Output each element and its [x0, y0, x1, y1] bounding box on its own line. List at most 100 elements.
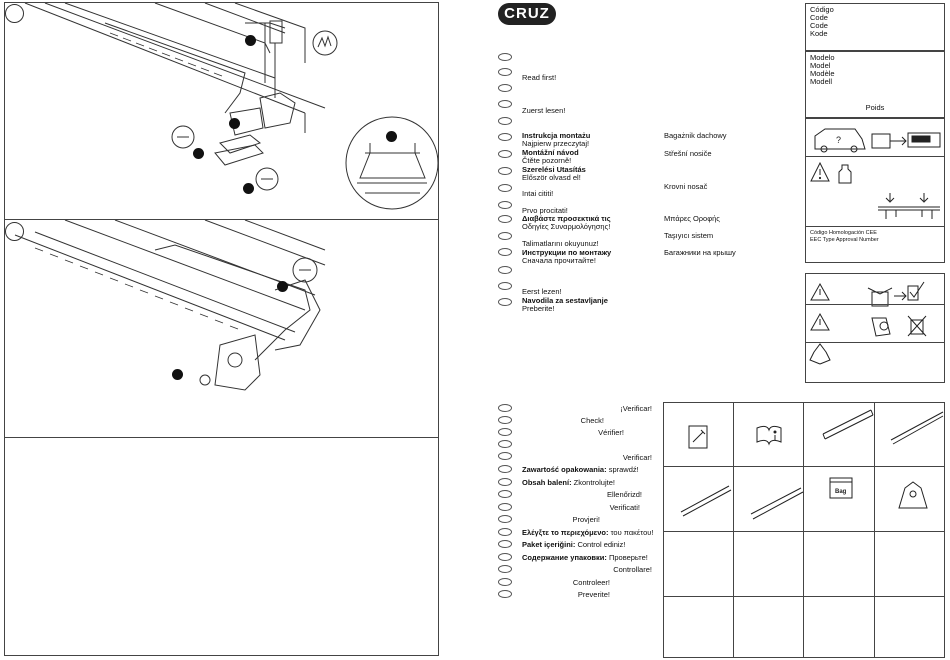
check-list: ¡Verificar! Check! Vérifier! Verificar! … — [498, 403, 658, 603]
bag-label: Bag — [835, 489, 847, 495]
check-text: Verificar! — [622, 453, 652, 462]
check-text: Verificati! — [609, 503, 640, 512]
language-flag — [498, 68, 512, 76]
language-flag — [498, 201, 512, 209]
grid-cell — [803, 531, 875, 597]
lang-bold: Montážní návod — [522, 148, 579, 157]
check-text: του πακέτου! — [608, 528, 654, 537]
model-label: Modèle — [810, 69, 835, 78]
language-flag — [498, 590, 512, 598]
language-flag — [498, 282, 512, 290]
check-text: sprawdź! — [606, 465, 639, 474]
lang-product: Krovni nosač — [664, 182, 708, 191]
code-label: Code — [810, 13, 828, 22]
check-row: Zawartość opakowania: sprawdź! — [522, 466, 639, 474]
step-1-illustration — [24, 3, 438, 210]
language-flag — [498, 452, 512, 460]
language-flag — [498, 84, 512, 92]
lang-bold: Szerelési Utasítás — [522, 165, 586, 174]
language-flag — [498, 53, 512, 61]
language-flag — [498, 515, 512, 523]
lang-text: Čtěte pozorně! — [522, 156, 572, 165]
check-text: Vérifier! — [598, 428, 624, 437]
roof-bars-icon — [878, 193, 940, 219]
grid-cell — [663, 596, 734, 658]
language-flag — [498, 248, 512, 256]
panel-divider — [5, 437, 438, 438]
lang-text: Először olvasd el! — [522, 173, 581, 182]
check-row: Ελέγξτε το περιεχόμενο: του πακέτου! — [522, 529, 654, 537]
lang-bold: Διαβάστε προσεκτικά τις — [522, 214, 611, 223]
model-label: Modell — [810, 77, 833, 86]
model-box: Modelo Model Modèle Modell Poids — [805, 51, 945, 118]
callout-dot — [172, 369, 183, 380]
lang-product: Bagażnik dachowy — [664, 131, 727, 140]
check-bold: Paket içeriğini: — [522, 540, 576, 549]
warning-bottle-icon — [810, 161, 852, 184]
language-flag — [498, 540, 512, 548]
warnings-icons — [809, 281, 927, 365]
lang-text: Prvo procitati! — [522, 206, 568, 215]
svg-text:?: ? — [836, 135, 841, 145]
check-bold: Содержание упаковки: — [522, 553, 607, 562]
grid-cell — [733, 596, 804, 658]
language-flag — [498, 503, 512, 511]
callout-dot — [193, 148, 204, 159]
language-flag — [498, 133, 512, 141]
grid-cell — [803, 596, 875, 658]
code-label: Kode — [810, 29, 828, 38]
language-flag — [498, 478, 512, 486]
language-flag — [498, 232, 512, 240]
cruz-logo: CRUZ — [498, 3, 556, 25]
check-text: Controllare! — [613, 565, 652, 574]
lang-bold: Инструкции по монтажу — [522, 248, 612, 257]
language-flag — [498, 465, 512, 473]
model-label: Modelo — [810, 53, 835, 62]
lang-product: Багажники на крышу — [664, 248, 736, 257]
language-flag — [498, 167, 512, 175]
callout-dot — [277, 281, 288, 292]
check-text: Check! — [580, 416, 604, 425]
lang-product: Μπάρες Οροφής — [664, 214, 720, 223]
lang-text: Intai cititi! — [522, 189, 554, 198]
divider — [806, 226, 944, 227]
parts-icons: Bag — [680, 409, 944, 520]
lang-text: Сначала прочитайте! — [522, 256, 596, 265]
language-flag — [498, 553, 512, 561]
lang-text: Najpierw przeczytaj! — [522, 139, 590, 148]
grid-cell — [733, 531, 804, 597]
grid-cell — [874, 531, 945, 597]
divider — [806, 304, 944, 305]
grid-cell — [663, 531, 734, 597]
lang-product: Taşıyıcı sistem — [664, 231, 714, 240]
check-text: Проверьте! — [606, 553, 648, 562]
grid-cell — [874, 596, 945, 658]
callout-dot — [243, 183, 254, 194]
lang-text: Οδηγίες Συναρμολόγησης! — [522, 222, 611, 231]
language-flag — [498, 490, 512, 498]
model-label: Model — [810, 61, 831, 70]
language-flag — [498, 404, 512, 412]
check-bold: Obsah balení: — [522, 478, 572, 487]
check-text: Zkontrolujte! — [571, 478, 615, 487]
language-flag — [498, 298, 512, 306]
code-label: Código — [810, 5, 834, 14]
check-text: ¡Verificar! — [620, 404, 652, 413]
code-box: Código Code Code Kode — [805, 3, 945, 51]
check-text: Control ediniz! — [575, 540, 626, 549]
language-flag — [498, 528, 512, 536]
divider — [806, 156, 944, 157]
pictogram-box: ? Código Homologación CEE EEC Type Appro… — [805, 118, 945, 263]
language-flag — [498, 184, 512, 192]
language-flag — [498, 150, 512, 158]
lang-bold: Navodila za sestavljanje — [522, 296, 608, 305]
lang-product: Střešní nosiče — [664, 149, 712, 158]
approval-label: Código Homologación CEE — [810, 230, 877, 236]
lang-text: Zuerst lesen! — [522, 106, 566, 115]
language-flag — [498, 117, 512, 125]
language-flag — [498, 578, 512, 586]
language-flag — [498, 565, 512, 573]
check-row: Содержание упаковки: Проверьте! — [522, 554, 648, 562]
callout-dot — [229, 118, 240, 129]
check-row: Paket içeriğini: Control ediniz! — [522, 541, 625, 549]
